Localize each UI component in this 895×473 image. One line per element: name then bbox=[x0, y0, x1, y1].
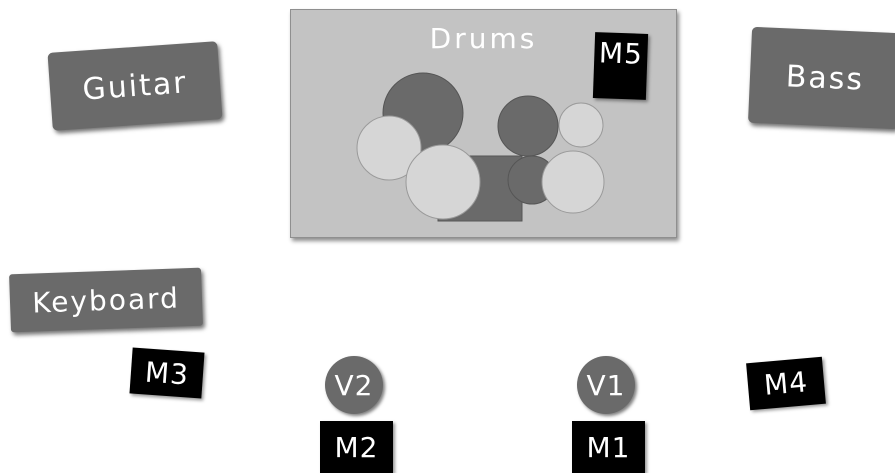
mic-m5-label: M5 bbox=[598, 36, 644, 71]
ride-cymbal bbox=[541, 150, 605, 214]
drums-label: Drums bbox=[429, 22, 538, 55]
mic-m4-label: M4 bbox=[762, 365, 810, 402]
mic-m5[interactable]: M5 bbox=[592, 32, 649, 100]
bass-amp-label: Bass bbox=[785, 58, 865, 98]
mic-m1-label: M1 bbox=[586, 430, 631, 464]
mic-m2-label: M2 bbox=[334, 430, 379, 464]
crash-cymbal bbox=[558, 102, 604, 148]
guitar-amp-label: Guitar bbox=[81, 64, 189, 108]
mic-m1[interactable]: M1 bbox=[572, 421, 645, 473]
vocal-v1-label: V1 bbox=[586, 368, 626, 402]
vocal-v2[interactable]: V2 bbox=[325, 356, 383, 414]
rack-tom-right bbox=[497, 95, 559, 157]
keyboard-amp-label: Keyboard bbox=[31, 280, 181, 320]
guitar-amp[interactable]: Guitar bbox=[47, 41, 223, 131]
mic-m2[interactable]: M2 bbox=[320, 421, 393, 473]
vocal-v2-label: V2 bbox=[334, 368, 374, 402]
mic-m4[interactable]: M4 bbox=[746, 356, 826, 411]
vocal-v1[interactable]: V1 bbox=[577, 356, 635, 414]
mic-m3-label: M3 bbox=[143, 355, 191, 391]
mic-m3[interactable]: M3 bbox=[129, 347, 205, 399]
snare-drum bbox=[405, 144, 481, 220]
keyboard-amp[interactable]: Keyboard bbox=[9, 267, 203, 333]
drum-kit-drawing bbox=[356, 72, 605, 222]
bass-amp[interactable]: Bass bbox=[747, 26, 895, 130]
hi-hat bbox=[356, 115, 422, 181]
